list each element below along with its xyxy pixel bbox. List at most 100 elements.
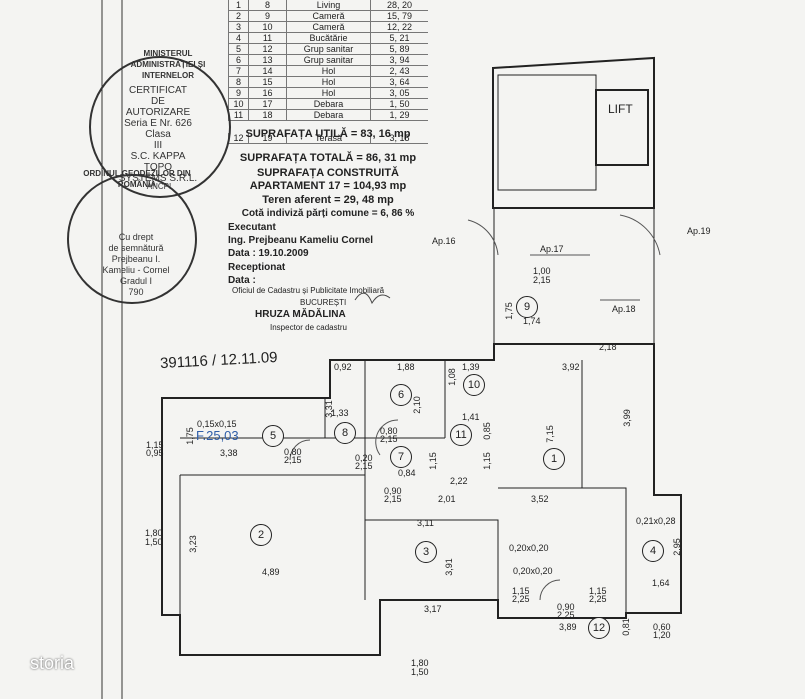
dim-100: 1,00 <box>533 266 551 276</box>
dim-080: 0,80 <box>380 426 398 436</box>
room-12: 12 <box>588 617 610 639</box>
dim-150b: 1,50 <box>411 667 429 677</box>
dim-085: 0,85 <box>481 422 492 440</box>
dim-175a: 1,75 <box>503 302 514 320</box>
summary-land: Teren aferent = 29, 48 mp <box>262 194 394 206</box>
summary-share: Cotă indiviză părți comune = 6, 86 % <box>241 208 415 219</box>
dim-489: 4,89 <box>262 567 280 577</box>
office-city: BUCUREȘTI <box>300 298 347 307</box>
dim-222: 2,22 <box>450 476 468 486</box>
dim-015x015: 0,15x0,15 <box>197 419 237 429</box>
dim-080b: 0,80 <box>284 447 302 457</box>
apartment-18-label: Ap.18 <box>612 304 636 314</box>
dim-092: 0,92 <box>334 362 352 372</box>
dim-021x028: 0,21x0,28 <box>636 516 676 526</box>
dim-108: 1,08 <box>446 368 457 386</box>
summary-total: SUPRAFAȚA TOTALĂ = 86, 31 mp <box>239 152 417 164</box>
dim-081: 0,81 <box>620 618 631 636</box>
dim-095: 0,95 <box>146 448 164 458</box>
dim-210: 2,10 <box>411 396 422 414</box>
lift-label: LIFT <box>608 102 633 116</box>
dim-338: 3,38 <box>220 448 238 458</box>
dim-215e: 2,15 <box>384 494 402 504</box>
dim-115a: 1,15 <box>427 452 438 470</box>
dim-141: 1,41 <box>462 412 480 422</box>
room-3: 3 <box>415 541 437 563</box>
room-8: 8 <box>334 422 356 444</box>
stamp-signature <box>354 292 391 305</box>
dim-115d: 1,15 <box>589 586 607 596</box>
geodesist-stamp <box>67 174 197 304</box>
dim-215b: 2,15 <box>284 455 302 465</box>
dim-352: 3,52 <box>531 494 549 504</box>
room-5: 5 <box>262 425 284 447</box>
room-9: 9 <box>516 296 538 318</box>
room-11: 11 <box>450 424 472 446</box>
inspector-name: HRUZA MĂDĂLINA <box>255 309 346 320</box>
received-label: Receptionat <box>228 262 286 273</box>
room-1: 1 <box>543 448 565 470</box>
lift-box <box>595 89 649 166</box>
room-6: 6 <box>390 384 412 406</box>
dim-225b: 2,25 <box>557 610 575 620</box>
dim-090b: 0,90 <box>384 486 402 496</box>
received-date: Data : <box>228 275 256 286</box>
dim-020: 0,20 <box>355 453 373 463</box>
dim-201: 2,01 <box>438 494 456 504</box>
dim-215a: 2,15 <box>380 434 398 444</box>
dim-180a: 1,80 <box>145 528 163 538</box>
dim-391: 3,91 <box>443 558 454 576</box>
dim-164: 1,64 <box>652 578 670 588</box>
dim-295: 2,95 <box>671 538 682 556</box>
dim-115c: 1,15 <box>146 440 164 450</box>
executant-date: Data : 19.10.2009 <box>228 248 309 259</box>
dim-225a: 2,25 <box>589 594 607 604</box>
dim-120: 1,20 <box>653 630 671 640</box>
geodesist-arc: ORDINUL GEODEZILOR DIN ROMÂNIA <box>83 169 191 189</box>
apartment-17-label: Ap.17 <box>540 244 564 254</box>
office-stamp: Oficiul de Cadastru și Publicitate Imobi… <box>232 286 385 295</box>
dim-389: 3,89 <box>559 622 577 632</box>
apartment-19-label: Ap.19 <box>687 226 711 236</box>
dim-115e: 1,15 <box>512 586 530 596</box>
dim-323: 3,23 <box>187 535 198 553</box>
summary-useful: SUPRAFAȚA UTILĂ = 83, 16 mp <box>245 128 411 140</box>
dim-090: 0,90 <box>557 602 575 612</box>
dim-room1-height: 7,15 <box>544 425 555 443</box>
storia-watermark: storia <box>30 653 75 673</box>
summary-built-title: SUPRAFAȚA CONSTRUITĂ <box>257 167 399 179</box>
room-2: 2 <box>250 524 272 546</box>
dim-215d: 2,15 <box>533 275 551 285</box>
dim-317: 3,17 <box>424 604 442 614</box>
dim-218: 2,18 <box>599 342 617 352</box>
dim-115b: 1,15 <box>481 452 492 470</box>
room-10: 10 <box>463 374 485 396</box>
room-4: 4 <box>642 540 664 562</box>
dim-150a: 1,50 <box>145 537 163 547</box>
dim-174: 1,74 <box>523 316 541 326</box>
dim-311: 3,11 <box>417 518 434 528</box>
dim-020x020a: 0,20x0,20 <box>509 543 549 553</box>
dim-215c: 2,15 <box>355 461 373 471</box>
apartment-outline <box>161 343 682 656</box>
dim-084: 0,84 <box>398 468 416 478</box>
dim-020x020b: 0,20x0,20 <box>513 566 553 576</box>
dim-188: 1,88 <box>397 362 415 372</box>
dim-175b: 1,75 <box>184 427 195 445</box>
dim-180b: 1,80 <box>411 658 429 668</box>
room-7: 7 <box>390 446 412 468</box>
apartment-16-label: Ap.16 <box>432 236 456 246</box>
stair-core-outline <box>492 56 655 209</box>
summary-apartment: APARTAMENT 17 = 104,93 mp <box>249 180 407 192</box>
dim-060: 0,60 <box>653 622 671 632</box>
dim-139: 1,39 <box>462 362 480 372</box>
dim-room1-width: 3,92 <box>562 362 580 372</box>
staircase <box>497 74 597 191</box>
executant-name: Ing. Prejbeanu Kameliu Cornel <box>228 235 374 246</box>
executant-label: Executant <box>228 222 276 233</box>
dim-399: 3,99 <box>621 409 632 427</box>
dim-225c: 2,25 <box>512 594 530 604</box>
